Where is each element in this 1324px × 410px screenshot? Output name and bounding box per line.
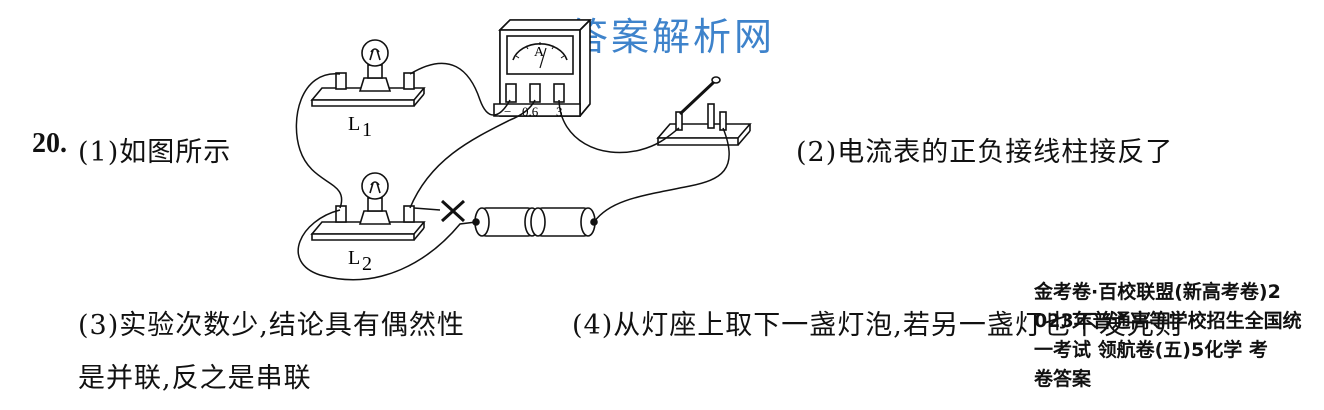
- terminal-0-6: 0.6: [522, 104, 539, 119]
- overlay-caption-line-2: 023年普通高等学校招生全国统: [1034, 310, 1302, 332]
- terminal-negative: −: [504, 104, 511, 119]
- answer-part-1: (1)如图所示: [78, 137, 232, 168]
- answer-part-2: (2)电流表的正负接线柱接反了: [796, 137, 1174, 168]
- wires: [295, 62, 730, 281]
- overlay-caption-line-3: 一考试 领航卷(五)5化学 考: [1034, 339, 1268, 361]
- answer-part-4: (4)从灯座上取下一盏灯泡,若另一盏灯也不发光则: [572, 310, 1183, 341]
- lamp-l2: [310, 172, 426, 241]
- answer-part-3: (3)实验次数少,结论具有偶然性: [78, 310, 465, 341]
- lamp-l1-subscript: 1: [362, 119, 372, 141]
- overlay-caption-line-4: 卷答案: [1034, 368, 1092, 390]
- battery-pack: [472, 207, 598, 237]
- lamp-l1: [310, 39, 426, 107]
- answer-part-4-continued: 是并联,反之是串联: [78, 363, 312, 394]
- wire-break-mark: [440, 199, 466, 223]
- terminal-3: 3: [556, 104, 563, 119]
- ammeter: [493, 19, 592, 117]
- ammeter-letter: A: [534, 45, 545, 60]
- watermark-text: 答案解析网: [570, 15, 776, 59]
- lamp-l2-subscript: 2: [362, 253, 372, 275]
- knife-switch: [656, 76, 752, 146]
- overlay-caption-line-1: 金考卷·百校联盟(新高考卷)2: [1034, 281, 1281, 303]
- lamp-l2-label: L: [348, 247, 360, 269]
- question-number: 20.: [32, 128, 67, 159]
- lamp-l1-label: L: [348, 113, 360, 135]
